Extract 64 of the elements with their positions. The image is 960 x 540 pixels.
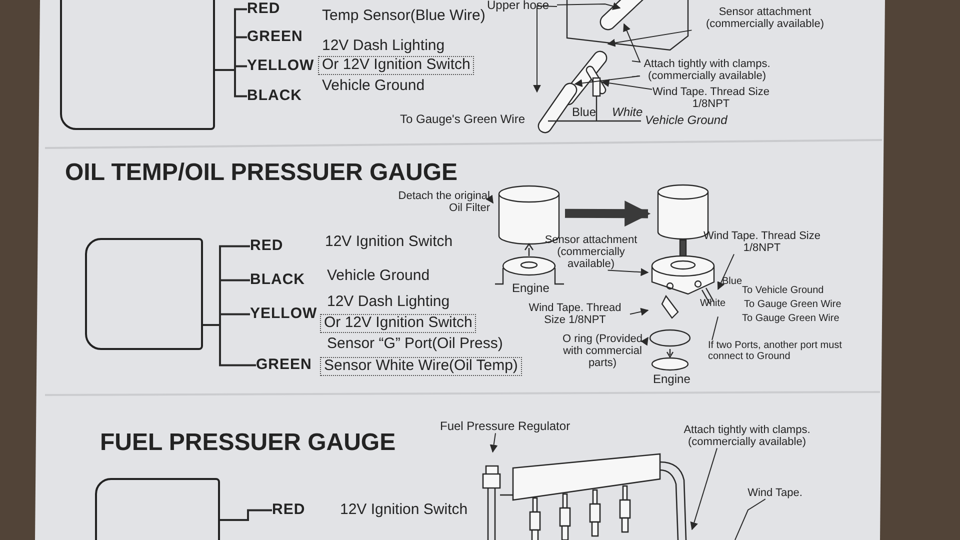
callout-text: Fuel Pressure Regulator xyxy=(440,420,590,434)
callout-text: Upper hose xyxy=(487,0,557,12)
wire-function-text: 12V Dash Lighting xyxy=(327,294,450,310)
leader-line xyxy=(556,2,621,10)
wire-note-text: To Vehicle Ground xyxy=(742,285,824,296)
wire-function-text: Vehicle Ground xyxy=(322,78,425,94)
wire-line xyxy=(220,509,272,521)
wire-color-label: BLACK xyxy=(250,272,305,288)
callout-text: Detach the original Oil Filter xyxy=(385,190,490,214)
leader-line xyxy=(630,308,649,316)
wire-color-label: YELLOW xyxy=(250,306,318,322)
wire-line xyxy=(203,324,256,366)
wire-note-text: To Gauge Green Wire xyxy=(742,313,840,324)
wire-note-text: Blue xyxy=(572,106,596,120)
wire-line xyxy=(215,69,247,98)
wire-color-label: YELLOW xyxy=(247,58,314,74)
gauge-outline xyxy=(85,238,203,350)
arrow xyxy=(564,200,651,227)
wire-color-label: BLACK xyxy=(247,88,302,104)
leader-line xyxy=(601,79,652,90)
callout-text: If two Ports, another port must connect to Ground xyxy=(708,340,843,362)
wire-function-text: Or 12V Ignition Switch xyxy=(320,314,476,332)
leader-line xyxy=(574,76,640,88)
wire-note-text: Blue xyxy=(722,276,742,287)
caption-text: Engine xyxy=(653,373,690,386)
wire-color-label: RED xyxy=(272,502,306,518)
callout-text: Wind Tape. Thread Size 1/8NPT xyxy=(652,86,770,110)
callout-text: Attach tightly with clamps. (commercially available) xyxy=(672,424,822,448)
callout-text: Wind Tape. Thread Size 1/8NPT xyxy=(692,230,832,254)
leader-line xyxy=(690,448,718,530)
wire-note-text: White xyxy=(612,106,643,120)
wire-function-text: 12V Dash Lighting xyxy=(322,38,445,54)
leader-line xyxy=(717,254,734,290)
wire-color-label: RED xyxy=(247,1,280,18)
wire-note-text: To Gauge Green Wire xyxy=(744,299,842,310)
callout-text: Attach tightly with clamps. (commercially available) xyxy=(632,58,782,82)
section-heading: FUEL PRESSUER GAUGE xyxy=(100,430,396,456)
callout-text: Wind Tape. xyxy=(735,487,815,500)
callout-text: Wind Tape. Thread Size 1/8NPT xyxy=(520,302,630,326)
wire-color-label: RED xyxy=(250,238,284,254)
wire-note-text: Engine xyxy=(512,282,550,296)
leader-line xyxy=(712,316,718,340)
leader-line xyxy=(734,498,766,540)
wire-color-label: GREEN xyxy=(247,29,303,46)
wire-function-text: Sensor “G” Port(Oil Press) xyxy=(327,336,503,352)
wire-note-text: To Gauge's Green Wire xyxy=(400,113,526,126)
wire-function-text: Vehicle Ground xyxy=(327,268,430,284)
wire-color-label: GREEN xyxy=(256,357,312,374)
leader-line xyxy=(533,5,558,93)
wire-function-text: Or 12V Ignition Switch xyxy=(318,56,474,74)
callout-text: Sensor attachment (commercially available) xyxy=(690,6,840,30)
leader-line xyxy=(490,432,498,453)
wire-note-text: Vehicle Ground xyxy=(645,114,728,128)
wire-function-text: Temp Sensor(Blue Wire) xyxy=(322,8,486,24)
leader-line xyxy=(607,30,692,47)
wire-function-text: Sensor White Wire(Oil Temp) xyxy=(320,357,522,376)
callout-text: O ring (Provided with commercial parts) xyxy=(560,333,645,370)
leader-line xyxy=(623,23,641,63)
leader-line xyxy=(486,194,494,204)
section-heading: OIL TEMP/OIL PRESSUER GAUGE xyxy=(65,160,458,186)
leader-line xyxy=(607,268,649,276)
leader-line xyxy=(640,336,648,346)
gauge-outline xyxy=(60,0,215,130)
wire-note-text: White xyxy=(700,298,726,309)
